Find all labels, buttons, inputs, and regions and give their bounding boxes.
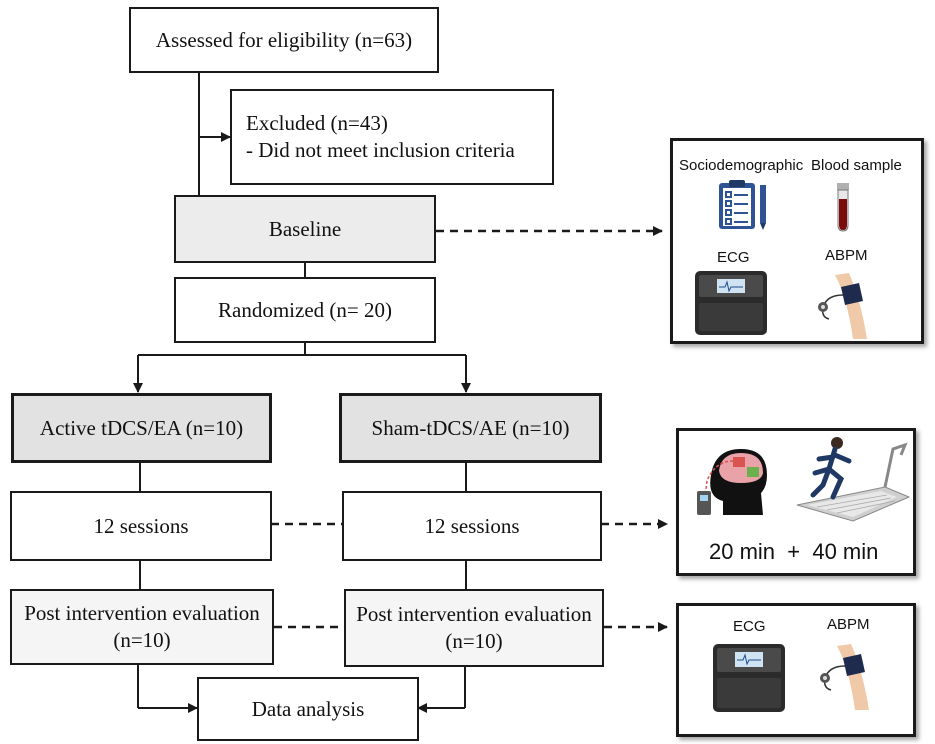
active-group-label: Active tDCS/EA (n=10): [39, 415, 244, 440]
panel-post-measures: ECG ABPM: [676, 603, 916, 737]
post-sham-line2: (n=10): [445, 629, 503, 653]
excluded-reason: - Did not meet inclusion criteria: [246, 138, 515, 162]
ecg-monitor-icon: [695, 271, 767, 335]
label-post-abpm: ABPM: [827, 616, 870, 633]
box-post-active: Post intervention evaluation (n=10): [10, 589, 274, 665]
label-abpm: ABPM: [825, 247, 868, 264]
box-assessed: Assessed for eligibility (n=63): [129, 7, 439, 73]
treadmill-runner-icon: [796, 437, 911, 522]
post-sham-line1: Post intervention evaluation: [356, 602, 592, 626]
label-ecg: ECG: [717, 249, 750, 266]
baseline-label: Baseline: [268, 216, 342, 241]
label-blood-sample: Blood sample: [811, 157, 902, 174]
analysis-label: Data analysis: [251, 696, 365, 721]
sham-group-label: Sham-tDCS/AE (n=10): [371, 415, 570, 440]
assessed-label: Assessed for eligibility (n=63): [155, 27, 413, 52]
box-active-group: Active tDCS/EA (n=10): [11, 393, 272, 463]
panel-intervention: 20 min + 40 min: [676, 428, 916, 576]
ecg-monitor-icon-post: [713, 644, 785, 712]
sessions-active-label: 12 sessions: [93, 513, 189, 538]
blood-pressure-cuff-icon-post: [820, 644, 869, 710]
randomized-label: Randomized (n= 20): [218, 297, 392, 322]
box-sham-group: Sham-tDCS/AE (n=10): [339, 393, 602, 463]
blood-pressure-cuff-icon: [818, 273, 867, 339]
clipboard-icon: [719, 180, 766, 230]
label-session-times: 20 min + 40 min: [709, 539, 879, 564]
panel-baseline-measures: Sociodemographic Blood sample ECG ABPM: [670, 138, 924, 344]
box-randomized: Randomized (n= 20): [174, 277, 436, 343]
excluded-title: Excluded (n=43): [246, 111, 388, 135]
post-active-line2: (n=10): [113, 628, 171, 652]
label-sociodemographic: Sociodemographic: [679, 157, 804, 174]
box-baseline: Baseline: [174, 195, 436, 263]
box-data-analysis: Data analysis: [197, 677, 419, 741]
post-active-line1: Post intervention evaluation: [24, 601, 260, 625]
box-excluded: Excluded (n=43) - Did not meet inclusion…: [230, 89, 554, 185]
label-post-ecg: ECG: [733, 618, 766, 635]
box-post-sham: Post intervention evaluation (n=10): [344, 589, 604, 667]
test-tube-icon: [837, 183, 849, 232]
box-sessions-sham: 12 sessions: [342, 491, 602, 561]
box-sessions-active: 12 sessions: [10, 491, 272, 561]
tdcs-head-icon: [697, 449, 767, 515]
sessions-sham-label: 12 sessions: [424, 513, 520, 538]
